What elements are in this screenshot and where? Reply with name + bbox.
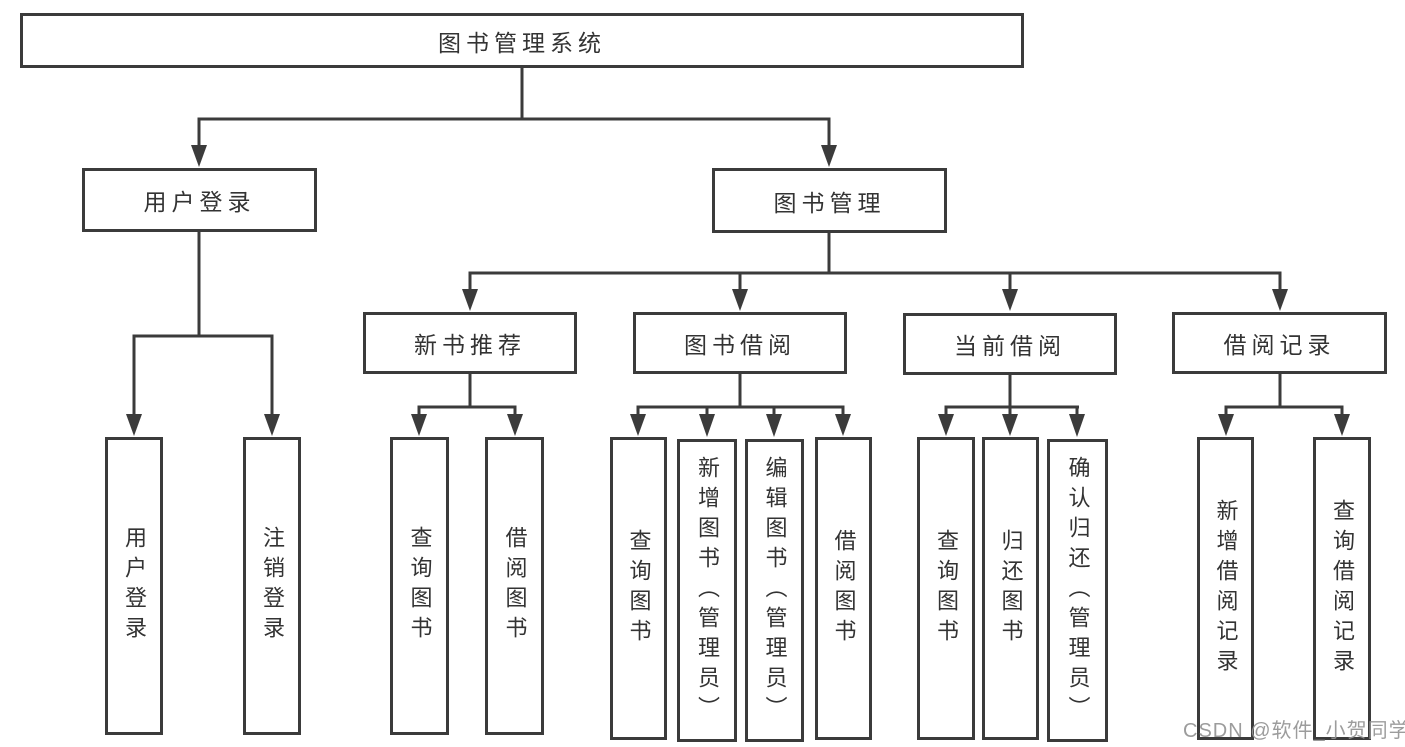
node-user-login-label: 用户登录 [143,189,256,215]
node-system-root: 图书管理系统 [20,13,1024,68]
node-user-login: 用户登录 [82,168,317,232]
leaf-query-borrow-record-label: 查询借阅记录 [1330,498,1355,679]
node-book-management: 图书管理 [712,168,947,233]
leaf-query-book-under-borrowing: 查询图书 [610,437,667,740]
node-book-borrowing-label: 图书借阅 [684,332,796,358]
leaf-confirm-return-admin: 确认归还（管理员） [1047,439,1108,742]
leaf-query-book-3-label: 查询图书 [934,528,959,649]
leaf-edit-book-admin: 编辑图书（管理员） [745,439,804,742]
leaf-borrow-book-under-borrowing: 借阅图书 [815,437,872,740]
leaf-user-login: 用户登录 [105,437,163,735]
leaf-add-borrow-record: 新增借阅记录 [1197,437,1254,740]
leaf-query-borrow-record: 查询借阅记录 [1313,437,1371,740]
node-book-borrowing: 图书借阅 [633,312,847,374]
leaf-borrow-book-under-recommend: 借阅图书 [485,437,544,735]
leaf-return-book: 归还图书 [982,437,1039,740]
leaf-borrow-book-2-label: 借阅图书 [831,528,857,649]
arrowheads [126,145,1350,437]
leaf-user-login-label: 用户登录 [122,526,147,646]
leaf-query-book-1-label: 查询图书 [407,526,433,646]
leaf-query-book-under-recommend: 查询图书 [390,437,449,735]
leaf-borrow-book-1-label: 借阅图书 [502,526,528,646]
node-current-borrowing-label: 当前借阅 [954,333,1066,359]
leaf-query-book-under-current: 查询图书 [917,437,975,740]
node-borrowing-records: 借阅记录 [1172,312,1387,374]
node-borrowing-records-label: 借阅记录 [1223,332,1336,358]
leaf-edit-book-admin-label: 编辑图书（管理员） [762,455,788,726]
leaf-query-book-2-label: 查询图书 [626,528,652,649]
leaf-add-book-admin: 新增图书（管理员） [677,439,737,742]
leaf-logout-label: 注销登录 [260,526,285,646]
leaf-return-book-label: 归还图书 [998,528,1024,649]
leaf-logout: 注销登录 [243,437,301,735]
csdn-watermark: CSDN @软件_小贺同学 [1183,720,1405,742]
node-current-borrowing: 当前借阅 [903,313,1117,375]
node-system-root-label: 图书管理系统 [438,29,606,56]
node-new-book-recommend: 新书推荐 [363,312,577,374]
node-book-management-label: 图书管理 [773,189,886,216]
connector-segments [132,68,1344,417]
leaf-add-book-admin-label: 新增图书（管理员） [695,455,720,726]
leaf-add-borrow-record-label: 新增借阅记录 [1213,498,1239,679]
node-new-book-recommend-label: 新书推荐 [414,332,526,358]
leaf-confirm-return-admin-label: 确认归还（管理员） [1065,455,1091,726]
